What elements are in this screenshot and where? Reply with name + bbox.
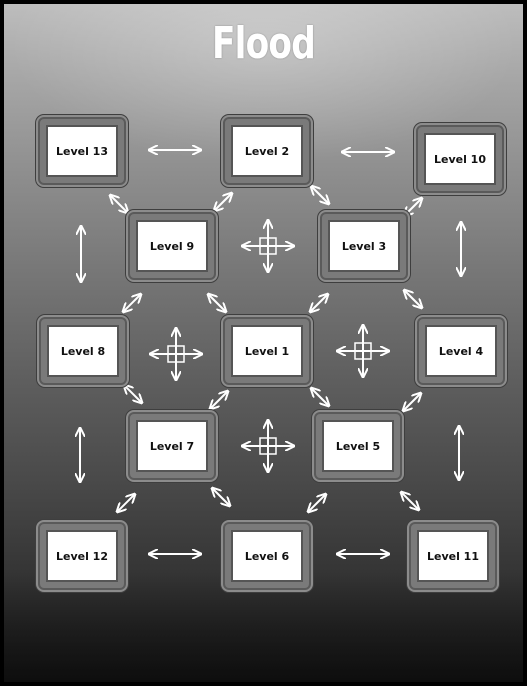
double-arrow-icon [311,388,329,406]
double-arrow-icon [117,494,135,512]
level-9-button[interactable]: Level 9 [130,214,214,278]
double-arrow-icon [308,494,326,512]
level-3-button[interactable]: Level 3 [322,214,406,278]
level-10-button[interactable]: Level 10 [418,127,502,191]
level-label: Level 12 [56,550,108,563]
level-label: Level 11 [427,550,479,563]
level-1-button[interactable]: Level 1 [225,319,309,383]
level-label: Level 5 [336,440,380,453]
double-arrow-icon [310,294,328,312]
level-11-button[interactable]: Level 11 [411,524,495,588]
four-way-arrow-icon [150,328,202,380]
double-arrow-icon [214,193,232,211]
level-label: Level 2 [245,145,289,158]
double-arrow-icon [124,385,142,403]
level-label: Level 8 [61,345,105,358]
level-label: Level 7 [150,440,194,453]
four-way-arrow-icon [242,220,294,272]
double-arrow-icon [208,294,226,312]
level-5-button[interactable]: Level 5 [316,414,400,478]
level-2-button[interactable]: Level 2 [225,119,309,183]
double-arrow-icon [401,492,419,510]
level-label: Level 3 [342,240,386,253]
level-13-button[interactable]: Level 13 [40,119,124,183]
double-arrow-icon [212,488,230,506]
level-label: Level 4 [439,345,483,358]
four-way-arrow-icon [337,325,389,377]
level-8-button[interactable]: Level 8 [41,319,125,383]
level-label: Level 1 [245,345,289,358]
level-4-button[interactable]: Level 4 [419,319,503,383]
level-label: Level 9 [150,240,194,253]
level-label: Level 13 [56,145,108,158]
double-arrow-icon [404,290,422,308]
four-way-arrow-icon [242,420,294,472]
double-arrow-icon [403,393,421,411]
double-arrow-icon [210,391,228,409]
double-arrow-icon [123,294,141,312]
double-arrow-icon [311,186,329,204]
double-arrow-icon [110,195,128,213]
level-7-button[interactable]: Level 7 [130,414,214,478]
level-label: Level 10 [434,153,486,166]
level-6-button[interactable]: Level 6 [225,524,309,588]
level-label: Level 6 [245,550,289,563]
level-12-button[interactable]: Level 12 [40,524,124,588]
double-arrow-icon [404,198,422,216]
